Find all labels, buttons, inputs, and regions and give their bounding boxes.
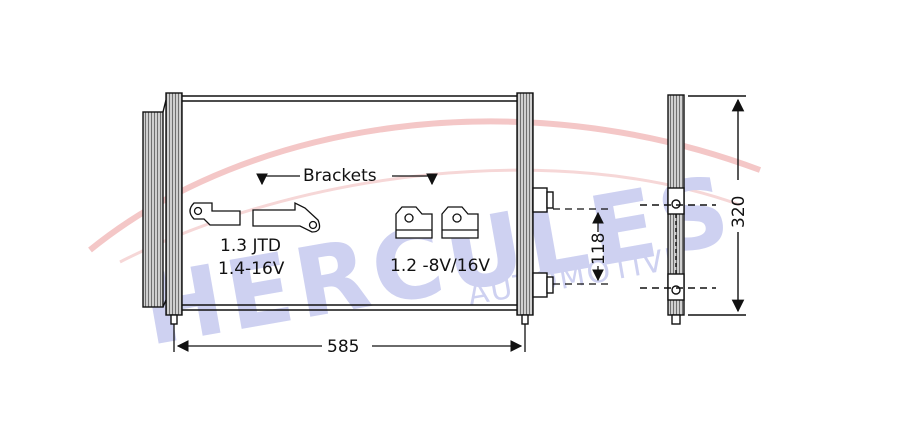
upper-port: [532, 187, 548, 213]
left-header-tank: [165, 92, 183, 316]
dim-port-spacing-label: 118: [589, 233, 609, 265]
dimension-width: [173, 324, 526, 352]
side-port-lower: [671, 285, 681, 295]
dimension-port-spacing: [553, 208, 608, 285]
bracket-left-2: [252, 201, 321, 233]
group-right-label: 1.2 -8V/16V: [390, 256, 490, 276]
brackets-label: Brackets: [303, 166, 377, 186]
side-pin: [671, 314, 681, 325]
right-header-tank: [516, 92, 534, 316]
bracket-group-left: [189, 201, 321, 233]
left-pin: [170, 314, 178, 325]
brackets-callout: Brackets: [256, 166, 438, 186]
dim-width-label: 585: [327, 337, 359, 357]
receiver-dryer: [142, 111, 164, 308]
bracket-left-1: [189, 202, 241, 226]
group-left-line2: 1.4-16V: [218, 259, 285, 279]
bracket-group-right: [395, 206, 479, 239]
watermark-swoosh: [88, 118, 762, 253]
right-pin: [521, 314, 529, 325]
lower-port: [532, 272, 548, 298]
side-port-upper: [671, 199, 681, 209]
group-left-line1: 1.3 JTD: [220, 236, 281, 256]
watermark: HERCULES AUTOMOTIVE: [88, 118, 762, 368]
dim-height-label: 320: [729, 196, 749, 228]
condenser-front-view: [142, 92, 554, 325]
condenser-side-view: [640, 94, 746, 325]
